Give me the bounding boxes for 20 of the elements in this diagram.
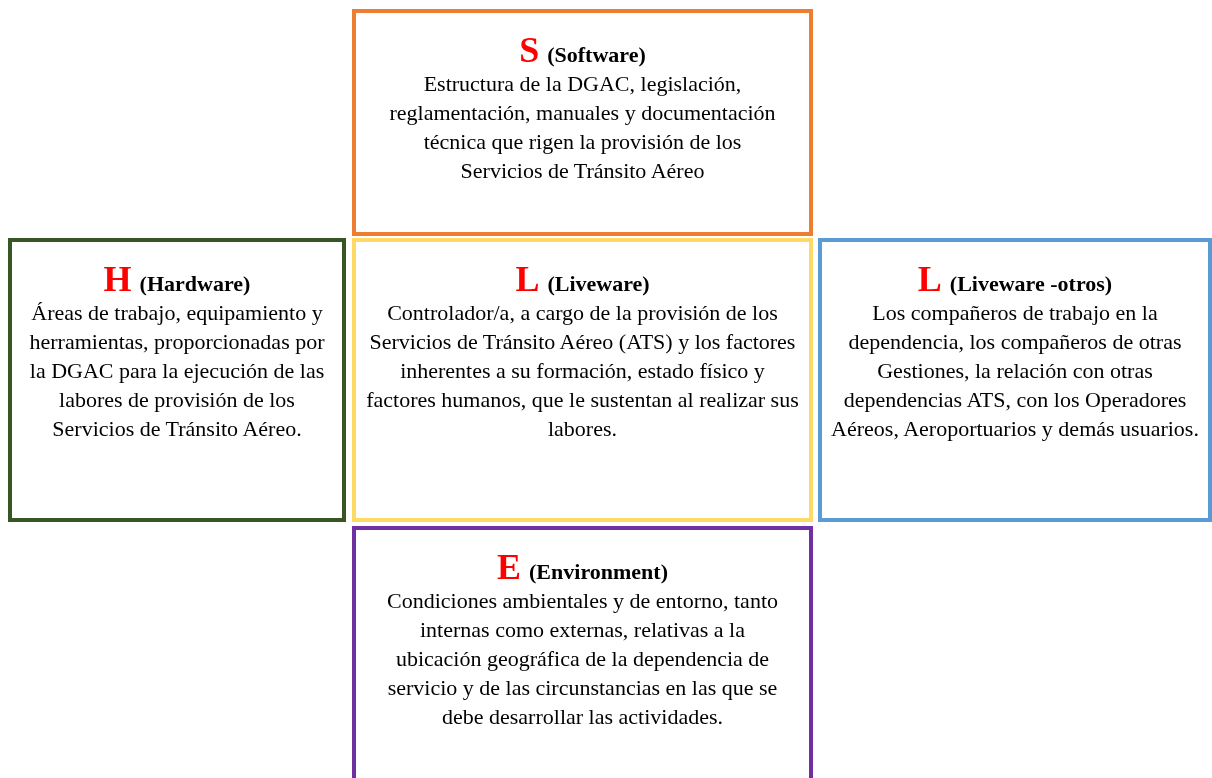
category-box	[352, 9, 813, 236]
category-title: (Environment)	[529, 559, 668, 585]
category-description: Controlador/a, a cargo de la provisión de los Servicios de Tránsito Aéreo (ATS) y los factores inherentes a su formación, estado físico y factores humanos, que le sustentan al realizar sus labores.	[365, 299, 800, 443]
category-box	[352, 526, 813, 778]
category-description: Estructura de la DGAC, legislación, reglamentación, manuales y documentación técnica que rigen la provisión de los Servicios de Tránsito Aéreo	[388, 70, 777, 185]
category-title: (Hardware)	[139, 271, 251, 297]
category-description: Los compañeros de trabajo en la dependencia, los compañeros de otras Gestiones, la relación con otras dependencias ATS, con los Operadores Aéreos, Aeroportuarios y demás usuarios.	[830, 299, 1200, 443]
category-title: (Liveware -otros)	[949, 271, 1113, 297]
category-title: (Liveware)	[547, 271, 650, 297]
category-box	[8, 238, 346, 522]
category-title: (Software)	[547, 42, 646, 68]
category-letter: L	[917, 260, 942, 298]
category-description: Condiciones ambientales y de entorno, tanto internas como externas, relativas a la ubicación geográfica de la dependencia de servicio y de las circunstancias en las que se debe desarrollar las actividades.	[386, 587, 779, 731]
category-box	[818, 238, 1212, 522]
category-letter: H	[103, 260, 132, 298]
category-box	[352, 238, 813, 522]
category-letter: E	[497, 548, 522, 586]
category-letter: S	[519, 31, 540, 69]
category-description: Áreas de trabajo, equipamiento y herramientas, proporcionadas por la DGAC para la ejecución de las labores de provisión de los Servicios de Tránsito Aéreo.	[28, 299, 326, 443]
category-letter: L	[515, 260, 540, 298]
